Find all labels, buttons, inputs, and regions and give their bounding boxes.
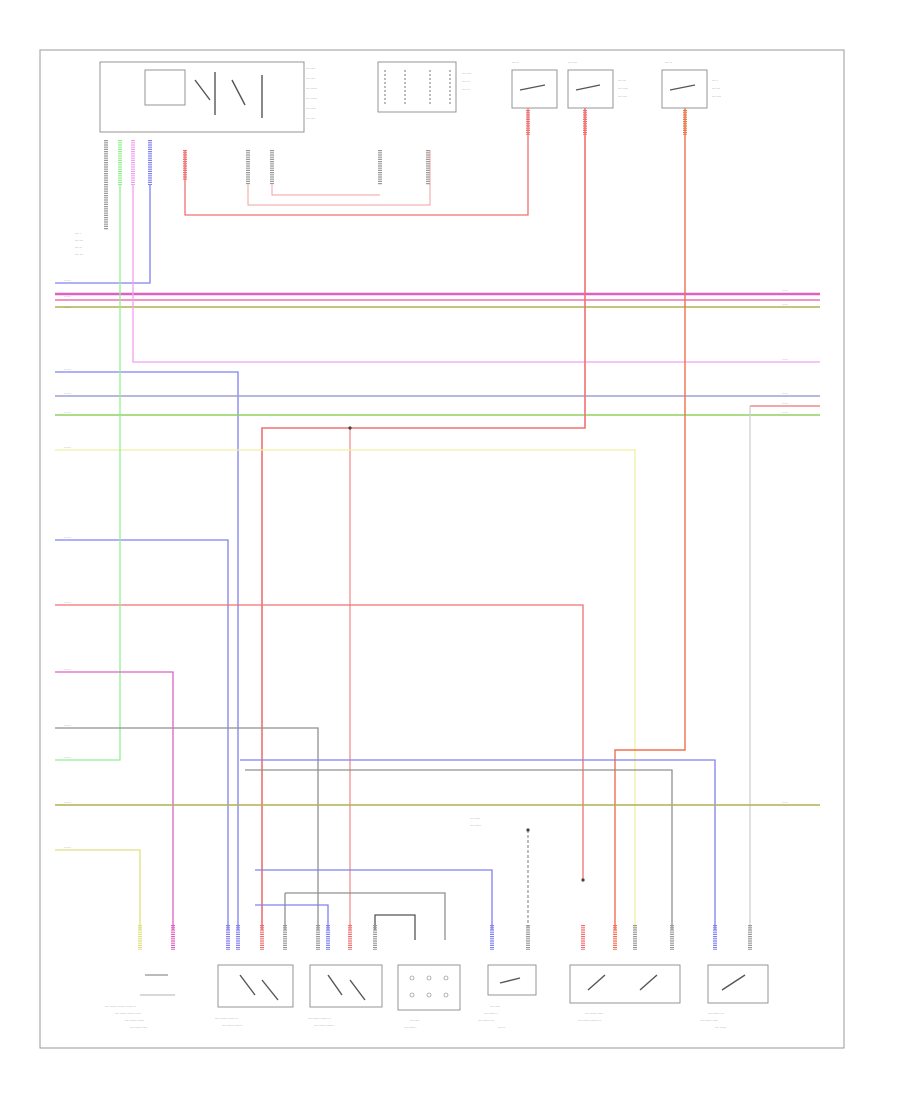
- left-wire-labels: ······· ······· ······· ······· ······· …: [64, 279, 71, 850]
- switch-left-seat: ···················· ··················: [215, 964, 294, 1028]
- module-label-line: ··········: [306, 87, 317, 91]
- left-side-labels: ····· ······· ······ ·······: [75, 232, 83, 257]
- svg-text:···························: ···························: [105, 1005, 136, 1009]
- relay-3-label: ······: [665, 61, 672, 65]
- svg-text:······: ······: [782, 402, 788, 406]
- switch-right-seat: ···················· ··················: [308, 964, 383, 1028]
- svg-text:··················: ··················: [314, 1024, 335, 1028]
- svg-text:······: ······: [782, 358, 788, 362]
- svg-text:·······: ·······: [64, 601, 71, 605]
- bottom-stubs: [138, 925, 752, 950]
- svg-text:·······: ·······: [64, 756, 71, 760]
- module-label-line: ········: [306, 77, 315, 81]
- svg-text:·······: ·······: [75, 239, 83, 243]
- double-switch: ················ ····················: [569, 964, 681, 1023]
- svg-text:·······················: ·······················: [115, 1012, 141, 1016]
- svg-text:··········: ··········: [715, 1026, 726, 1030]
- svg-text:······: ······: [782, 289, 788, 293]
- svg-text:·······: ·······: [64, 446, 71, 450]
- relay-2: ········ ······· ········· ········: [567, 61, 628, 109]
- svg-text:············: ············: [484, 1012, 498, 1016]
- svg-text:·······: ·······: [64, 724, 71, 728]
- svg-text:··············: ··············: [478, 1019, 494, 1023]
- svg-text:·······: ·······: [64, 306, 71, 310]
- right-wire-labels: ······ ······ ······ ······ ······ ·····…: [782, 289, 788, 805]
- wire-group: [55, 108, 820, 940]
- relay-3-desc: ········: [712, 95, 721, 99]
- svg-text:····················: ····················: [308, 1017, 331, 1021]
- lamp-left: ··························· ············…: [105, 974, 175, 1030]
- module-label-line: ·········: [306, 107, 316, 111]
- svg-text:··················: ··················: [222, 1024, 243, 1028]
- fuse-label-line: ·······: [462, 88, 470, 92]
- fuse-label-line: ·······: [462, 80, 470, 84]
- svg-text:················: ················: [700, 1019, 718, 1023]
- svg-text:········: ········: [410, 1019, 419, 1023]
- relay-2-desc: ········: [618, 95, 627, 99]
- relay-3: ······ ····· ······· ········: [661, 61, 721, 109]
- svg-text:······: ······: [498, 1026, 505, 1030]
- splice-dots: [348, 426, 585, 882]
- relay-3-desc: ·······: [712, 87, 720, 91]
- main-module-top: ········ ········ ·········· ·········· …: [99, 61, 317, 133]
- relay-2-label: ········: [568, 61, 577, 65]
- svg-text:·······: ·······: [64, 801, 71, 805]
- connector-block: ········ ···········: [397, 964, 461, 1030]
- svg-text:····················: ····················: [578, 1019, 601, 1023]
- svg-text:··········: ··········: [470, 824, 481, 828]
- svg-text:················: ················: [585, 1012, 603, 1016]
- svg-text:······: ······: [782, 801, 788, 805]
- svg-text:····················: ····················: [215, 1017, 238, 1021]
- svg-text:···············: ···············: [130, 1026, 147, 1030]
- relay-3-desc: ·····: [712, 79, 718, 83]
- fuse-block-top: ········ ······· ·······: [377, 61, 471, 113]
- svg-text:······: ······: [782, 303, 788, 307]
- svg-text:·······: ·······: [64, 536, 71, 540]
- sensor-module: ········· ············ ·············· ··…: [470, 817, 537, 1030]
- svg-text:·······: ·······: [64, 668, 71, 672]
- single-switch-right: ·············· ················ ········…: [700, 964, 769, 1030]
- svg-text:·········: ·········: [470, 817, 480, 821]
- relay-1: ······: [511, 61, 558, 109]
- svg-text:······: ······: [782, 411, 788, 415]
- svg-text:·······: ·······: [64, 295, 71, 299]
- relay-1-label: ······: [512, 61, 519, 65]
- svg-text:·····: ·····: [75, 232, 81, 236]
- svg-text:······: ······: [75, 246, 82, 250]
- svg-text:·······: ·······: [64, 392, 71, 396]
- svg-text:·······: ·······: [64, 411, 71, 415]
- relay-2-desc: ·········: [618, 87, 628, 91]
- module-label-line: ··········: [306, 97, 317, 101]
- svg-text:······: ······: [782, 392, 788, 396]
- module-label-line: ········: [306, 117, 315, 121]
- relay-2-desc: ·······: [618, 79, 626, 83]
- svg-text:·······: ·······: [64, 368, 71, 372]
- svg-text:·········: ·········: [490, 1005, 500, 1009]
- svg-text:··············: ··············: [708, 1012, 724, 1016]
- svg-text:·················: ·················: [125, 1019, 144, 1023]
- svg-text:·······: ·······: [75, 253, 83, 257]
- svg-text:·······: ·······: [64, 279, 71, 283]
- svg-text:···········: ···········: [404, 1026, 417, 1030]
- fuse-label-line: ········: [462, 72, 471, 76]
- module-label-line: ········: [306, 67, 315, 71]
- diagram-frame: [39, 49, 845, 1049]
- svg-text:·······: ·······: [64, 846, 71, 850]
